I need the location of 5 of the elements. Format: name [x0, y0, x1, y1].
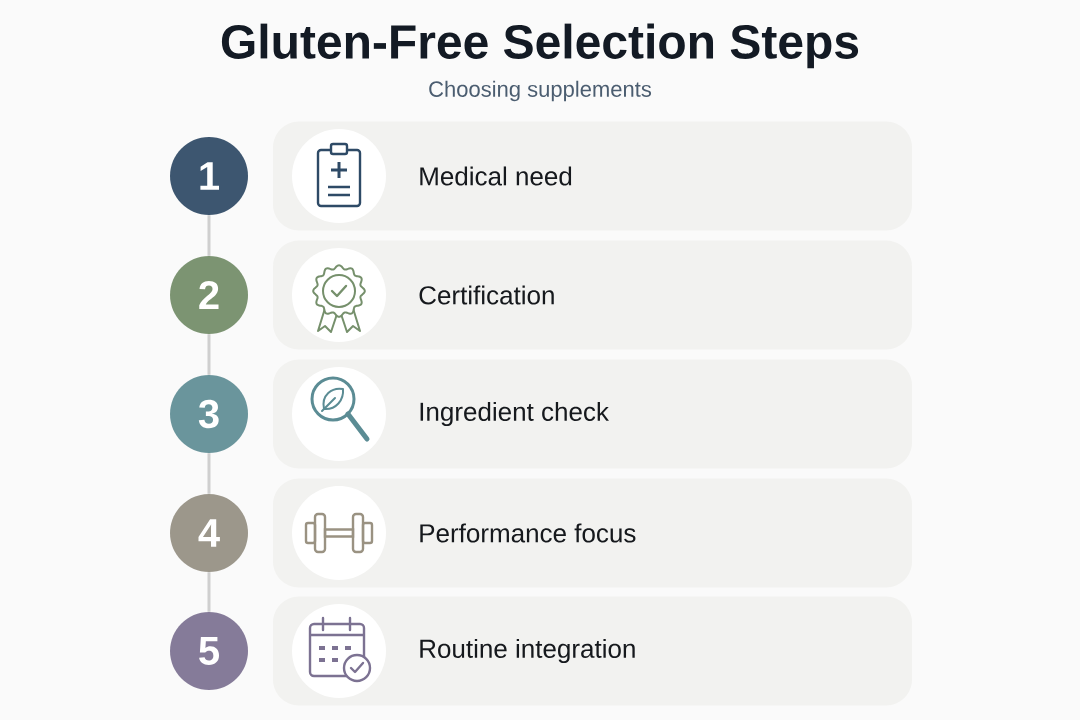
connector-line [207, 453, 211, 494]
connector-line [207, 215, 211, 256]
connector-line [207, 334, 211, 375]
title: Gluten-Free Selection Steps [221, 23, 859, 69]
connector-line [207, 572, 211, 612]
